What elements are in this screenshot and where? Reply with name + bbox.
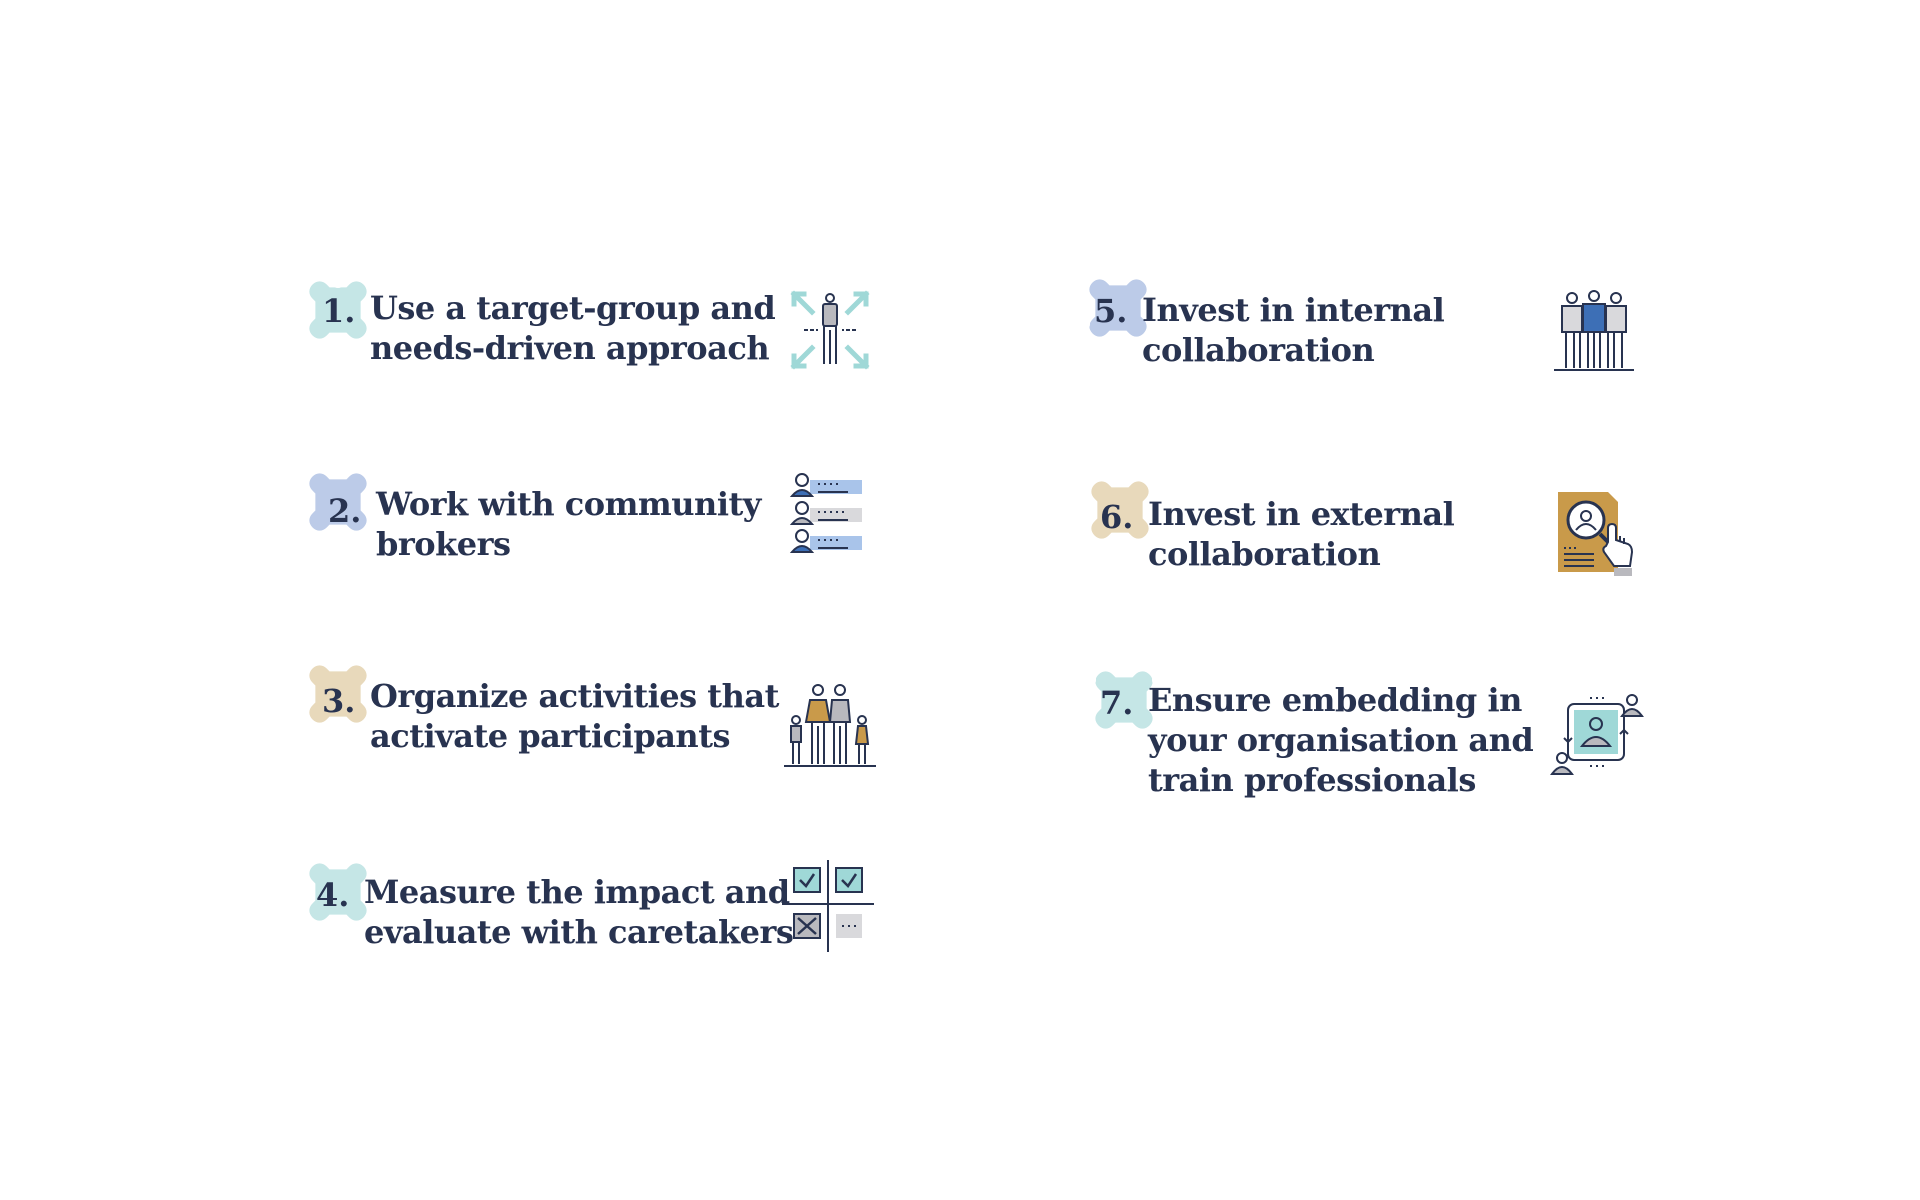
step-title-line: Invest in external <box>1148 495 1455 533</box>
family-group-icon <box>784 684 876 767</box>
step-number: 2. <box>328 492 362 530</box>
step-title-line: Invest in internal <box>1142 291 1445 329</box>
step-3: 3. Organize activities that activate par… <box>280 654 920 767</box>
puzzle-piece-icon <box>1070 470 1170 561</box>
step-title: Work with community brokers <box>376 484 761 564</box>
step-title: Measure the impact and evaluate with car… <box>364 872 794 952</box>
step-number: 4. <box>316 876 350 914</box>
step-number: 6. <box>1100 498 1134 536</box>
step-1: 1. Use a target-group and needs-driven a… <box>280 268 920 378</box>
step-number: 7. <box>1100 684 1134 722</box>
puzzle-piece-icon <box>288 654 388 745</box>
step-title-line: Organize activities that <box>370 677 779 715</box>
step-number: 3. <box>322 682 356 720</box>
puzzle-piece-icon <box>288 462 388 553</box>
puzzle-piece-icon <box>288 852 388 943</box>
step-2: 2. Work with community brokers <box>280 462 920 572</box>
step-title-line: Use a target-group and <box>370 289 776 327</box>
evaluation-matrix-icon <box>782 860 874 952</box>
step-title-line: Ensure embedding in <box>1148 681 1522 719</box>
step-title-line: brokers <box>376 525 511 563</box>
professional-exchange-icon <box>1550 694 1644 775</box>
puzzle-piece-icon <box>1068 268 1168 359</box>
step-title: Use a target-group and needs-driven appr… <box>370 288 776 368</box>
step-title-line: needs-driven approach <box>370 329 770 367</box>
step-5: 5. Invest in internal collaboration <box>1068 268 1668 378</box>
step-title: Invest in internal collaboration <box>1142 290 1445 370</box>
target-group-expand-icon <box>790 290 870 370</box>
step-number: 1. <box>322 292 356 330</box>
profile-search-document-icon <box>1558 492 1634 576</box>
step-7: 7. Ensure embedding in your organisation… <box>1068 658 1668 818</box>
step-title-line: collaboration <box>1148 535 1381 573</box>
step-title-line: your organisation and <box>1148 721 1534 759</box>
step-title-line: evaluate with caretakers <box>364 913 794 951</box>
puzzle-piece-icon <box>288 270 388 361</box>
step-4: 4. Measure the impact and evaluate with … <box>280 852 920 982</box>
step-6: 6. Invest in external collaboration <box>1068 470 1668 580</box>
step-title-line: activate participants <box>370 717 730 755</box>
step-title: Organize activities that activate partic… <box>370 676 779 756</box>
step-title-line: train professionals <box>1148 761 1476 799</box>
community-brokers-list-icon <box>789 473 862 553</box>
step-number: 5. <box>1094 292 1128 330</box>
puzzle-piece-icon <box>1074 660 1174 751</box>
step-title: Invest in external collaboration <box>1148 494 1455 574</box>
step-title: Ensure embedding in your organisation an… <box>1148 680 1534 800</box>
step-title-line: Work with community <box>376 485 761 523</box>
internal-team-icon <box>1554 290 1634 371</box>
step-title-line: collaboration <box>1142 331 1375 369</box>
step-title-line: Measure the impact and <box>364 873 790 911</box>
